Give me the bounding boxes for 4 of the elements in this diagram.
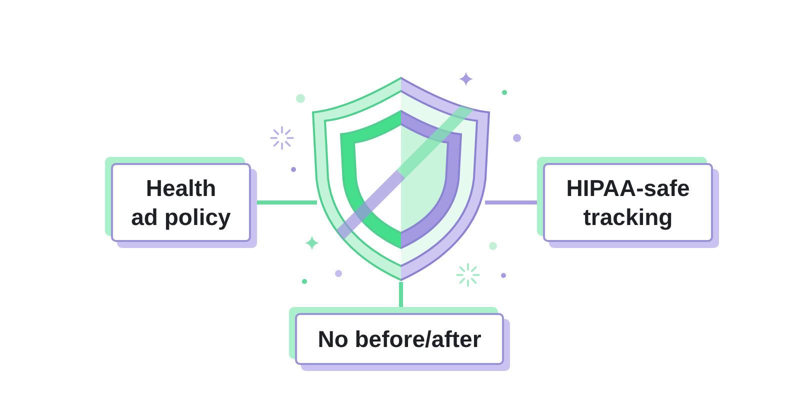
shield-icon (312, 76, 490, 282)
card-label: Health ad policy (130, 174, 232, 231)
card-label: No before/after (318, 324, 482, 354)
card-label: HIPAA-safe tracking (565, 174, 691, 231)
